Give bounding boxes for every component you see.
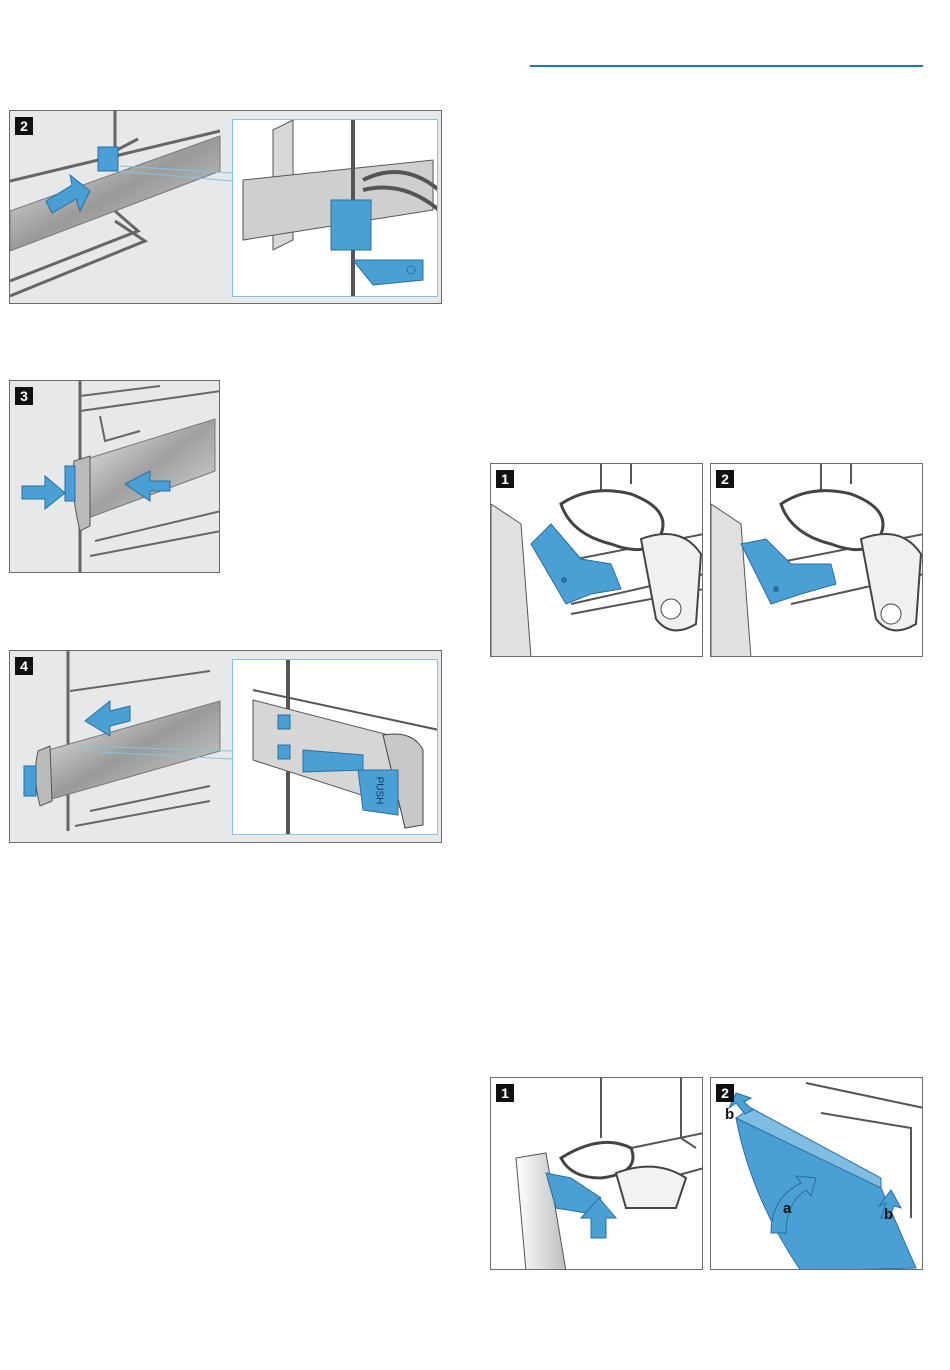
zoom-detail-panel [232, 119, 438, 297]
label-a: a [783, 1200, 791, 1217]
figure-door-step-2: 2 a b b [710, 1077, 923, 1270]
zoom-clip-illustration [233, 120, 438, 297]
label-b-top: b [725, 1106, 734, 1123]
figure-rail-step-4: 4 PUSH [9, 650, 442, 843]
label-b-bottom: b [884, 1206, 893, 1223]
figure-door-step-1: 1 [490, 1077, 703, 1270]
push-label: PUSH [373, 777, 384, 805]
door-remove-illustration [711, 1078, 923, 1270]
door-hinge-push-illustration [491, 1078, 703, 1270]
hinge-locked-illustration [711, 464, 923, 657]
figure-rail-step-3: 3 [9, 380, 220, 573]
step-number-badge: 2 [716, 470, 734, 488]
figure-hinge-step-1: 1 [490, 463, 703, 657]
hinge-open-illustration [491, 464, 703, 657]
step-number-badge: 1 [496, 470, 514, 488]
zoom-push-illustration [233, 660, 438, 835]
step-number-badge: 3 [15, 387, 33, 405]
step-number-badge: 4 [15, 657, 33, 675]
zoom-detail-panel: PUSH [232, 659, 438, 835]
header-rule [530, 65, 923, 67]
rail-press-illustration [10, 381, 220, 573]
figure-rail-step-2: 2 [9, 110, 442, 304]
step-number-badge: 1 [496, 1084, 514, 1102]
step-number-badge: 2 [716, 1084, 734, 1102]
figure-hinge-step-2: 2 [710, 463, 923, 657]
step-number-badge: 2 [15, 117, 33, 135]
